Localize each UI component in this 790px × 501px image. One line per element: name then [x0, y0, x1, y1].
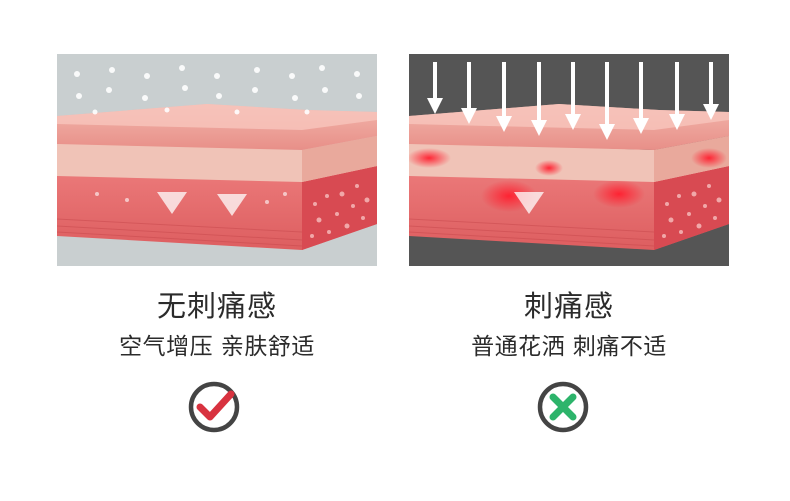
- cross-icon: [536, 380, 590, 434]
- skin-illustration-soft: [57, 54, 377, 266]
- skin-sting-svg: [409, 54, 729, 266]
- skin-soft-svg: [57, 54, 377, 266]
- subtitle-no-sting: 空气增压 亲肤舒适: [119, 334, 315, 360]
- title-sting: 刺痛感: [523, 289, 614, 323]
- check-icon: [187, 380, 241, 434]
- title-no-sting: 无刺痛感: [156, 289, 277, 323]
- skin-illustration-sting: [409, 54, 729, 266]
- subtitle-sting: 普通花洒 刺痛不适: [471, 334, 667, 360]
